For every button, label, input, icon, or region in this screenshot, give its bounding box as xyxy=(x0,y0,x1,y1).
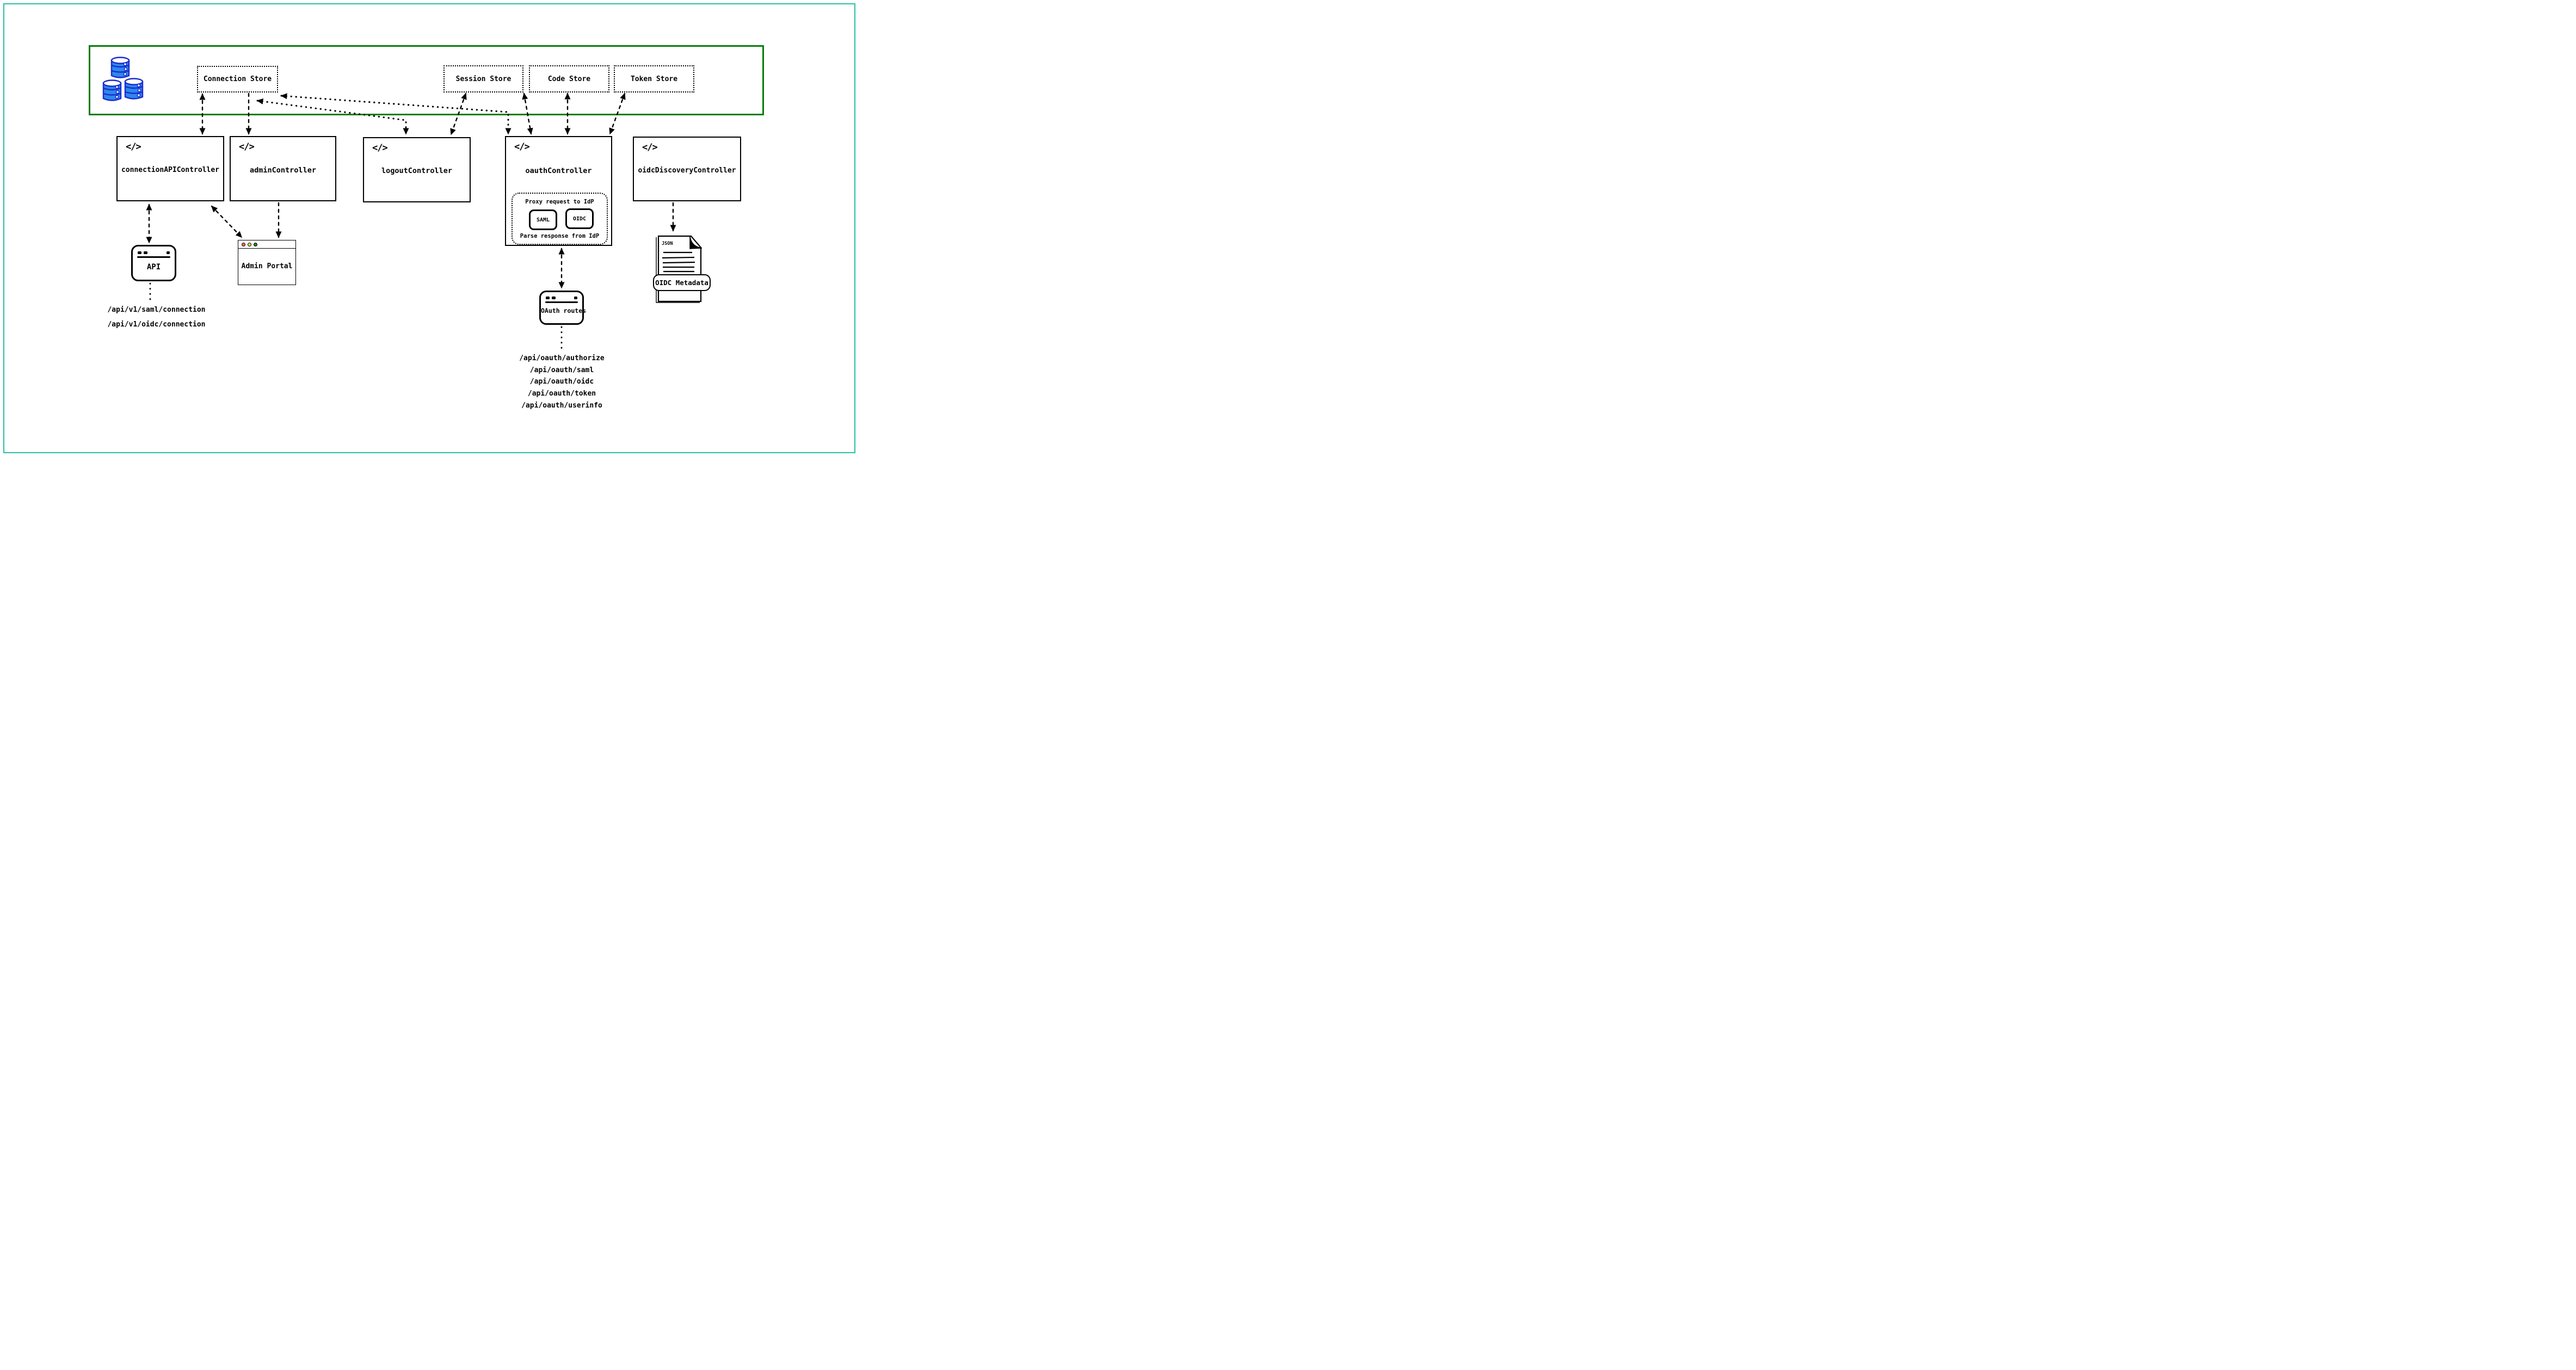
code-icon: </> xyxy=(126,141,141,152)
node-oauth-controller: </> oauthController Proxy request to IdP… xyxy=(505,136,612,246)
admin-portal-window: Admin Portal xyxy=(238,240,296,285)
edge-connection-api-admin-portal xyxy=(211,205,243,238)
node-oauth-controller-label: oauthController xyxy=(525,166,592,175)
window-control-icon xyxy=(574,297,577,299)
protocol-chip-oidc: OIDC xyxy=(565,208,594,229)
node-logout-controller: </> logoutController xyxy=(363,137,471,202)
node-oidc-discovery-controller: </> oidcDiscoveryController xyxy=(633,137,741,201)
node-admin-controller-label: adminController xyxy=(250,166,316,175)
api-route: /api/v1/saml/connection xyxy=(107,306,206,314)
store-token: Token Store xyxy=(614,65,694,92)
oauth-route-list: /api/oauth/authorize /api/oauth/saml /ap… xyxy=(501,353,623,412)
window-control-icon xyxy=(546,297,550,299)
window-toolbar-bar xyxy=(137,256,170,258)
store-session-label: Session Store xyxy=(455,75,511,83)
store-connection: Connection Store xyxy=(197,66,278,92)
node-oidc-discovery-controller-label: oidcDiscoveryController xyxy=(638,166,736,175)
window-control-icon xyxy=(138,251,141,254)
oauth-proxy-box: Proxy request to IdP SAML OIDC Parse res… xyxy=(511,193,608,245)
window-control-icon xyxy=(144,251,147,254)
node-connection-api-controller-label: connectionAPIController xyxy=(121,166,219,174)
parse-response-label: Parse response from IdP xyxy=(520,233,600,239)
portal-title-bar xyxy=(238,240,295,249)
code-icon: </> xyxy=(239,141,255,152)
api-route-list: /api/v1/saml/connection /api/v1/oidc/con… xyxy=(87,303,226,332)
proxy-request-label: Proxy request to IdP xyxy=(525,199,594,205)
code-icon: </> xyxy=(372,143,388,153)
oauth-route: /api/oauth/oidc xyxy=(529,378,594,386)
oauth-route: /api/oauth/token xyxy=(527,390,596,398)
minimize-circle-icon xyxy=(248,242,251,246)
store-token-label: Token Store xyxy=(630,75,678,83)
code-icon: </> xyxy=(514,141,530,152)
oauth-route: /api/oauth/userinfo xyxy=(521,401,602,410)
window-toolbar-bar xyxy=(545,301,578,303)
maximize-circle-icon xyxy=(254,242,257,246)
protocol-chip-saml: SAML xyxy=(529,209,557,230)
json-document-icon: JSON xyxy=(656,235,702,303)
oauth-route: /api/oauth/authorize xyxy=(519,354,605,362)
window-control-icon xyxy=(552,297,556,299)
oauth-route: /api/oauth/saml xyxy=(529,366,594,374)
api-window: API xyxy=(131,245,176,281)
api-route: /api/v1/oidc/connection xyxy=(107,320,206,329)
oidc-metadata-banner: OIDC Metadata xyxy=(653,274,711,291)
code-icon: </> xyxy=(642,142,658,153)
node-logout-controller-label: logoutController xyxy=(381,166,453,175)
store-code: Code Store xyxy=(529,65,609,92)
node-admin-controller: </> adminController xyxy=(230,136,336,201)
diagram-canvas: Connection Store Session Store Code Stor… xyxy=(0,0,859,456)
close-circle-icon xyxy=(242,242,245,246)
oauth-routes-window-label: OAuth routes xyxy=(541,307,587,314)
admin-portal-label: Admin Portal xyxy=(241,262,293,270)
store-code-label: Code Store xyxy=(547,75,591,83)
node-connection-api-controller: </> connectionAPIController xyxy=(116,136,224,201)
oidc-metadata-label: OIDC Metadata xyxy=(655,279,708,287)
json-doc-type-label: JSON xyxy=(662,241,673,246)
oauth-routes-window: OAuth routes xyxy=(539,291,587,325)
store-connection-label: Connection Store xyxy=(203,75,272,83)
api-window-label: API xyxy=(146,263,161,271)
window-control-icon xyxy=(167,251,170,254)
store-session: Session Store xyxy=(443,65,523,92)
